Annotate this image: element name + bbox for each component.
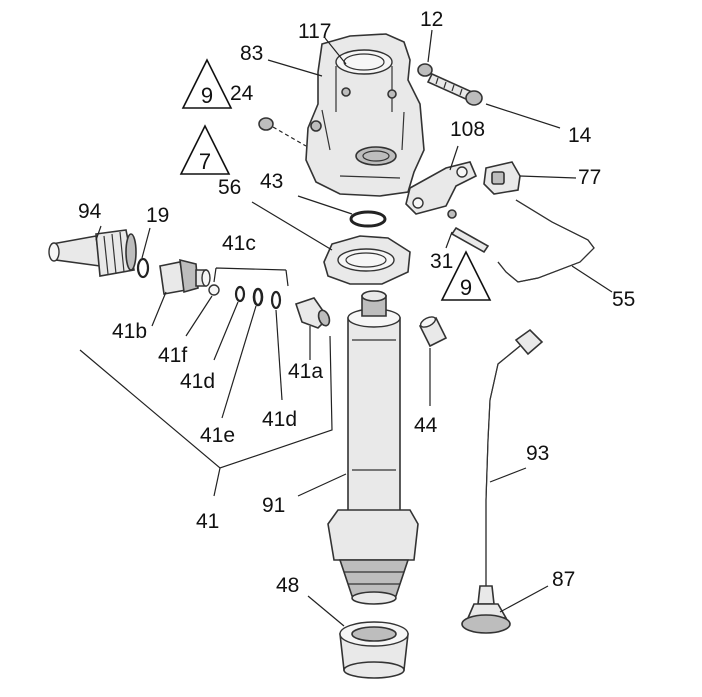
screw-31-part [447, 209, 490, 254]
callout-triangle-9-lower: 9 [440, 250, 492, 301]
valve-41a-part [294, 297, 331, 329]
oring-19-part [136, 257, 150, 279]
label-12: 12 [420, 8, 443, 31]
label-43: 43 [260, 170, 283, 193]
nut-12-part [417, 63, 433, 77]
probe-93-part [477, 328, 544, 605]
label-31: 31 [430, 250, 453, 273]
label-41f: 41f [158, 344, 187, 367]
label-91: 91 [262, 494, 285, 517]
label-41d-first: 41d [180, 370, 215, 393]
cup-48-part [339, 621, 409, 679]
label-83: 83 [240, 42, 263, 65]
label-44: 44 [414, 414, 438, 437]
label-14: 14 [568, 124, 592, 147]
label-87: 87 [552, 568, 575, 591]
label-94: 94 [78, 200, 102, 223]
label-19: 19 [146, 204, 169, 227]
pin-44-part [418, 316, 448, 348]
label-56: 56 [218, 176, 241, 199]
label-55: 55 [612, 288, 635, 311]
label-41a: 41a [288, 360, 323, 383]
part-labels: 117 12 83 24 14 108 77 43 56 94 19 41c 3… [78, 8, 635, 597]
label-48: 48 [276, 574, 299, 597]
label-117: 117 [298, 20, 331, 43]
coupling-41b-part [159, 258, 211, 295]
label-108: 108 [450, 118, 485, 141]
probe-base-87-part [461, 603, 511, 634]
label-24: 24 [230, 82, 254, 105]
fitting-94-part [48, 229, 137, 277]
label-77: 77 [578, 166, 601, 189]
callout-triangle-9-upper: 9 [181, 58, 233, 109]
label-41: 41 [196, 510, 219, 533]
cylinder-91-part [327, 290, 419, 605]
oring-43-part [349, 210, 387, 228]
callout-text: 9 [201, 83, 213, 108]
seals-41d-41e-part [234, 285, 282, 310]
label-41e: 41e [200, 424, 235, 447]
leader-lines [79, 29, 613, 627]
label-41d-second: 41d [262, 408, 297, 431]
label-93: 93 [526, 442, 549, 465]
bolt-14-part [426, 72, 483, 106]
callout-text: 9 [460, 275, 472, 300]
flange-56-part [323, 235, 411, 285]
callout-text: 7 [199, 149, 211, 174]
label-41b: 41b [112, 320, 147, 343]
tube-55-part [497, 199, 595, 283]
sensor-77-part [483, 161, 521, 195]
housing-part [305, 33, 425, 197]
ball-41f-part [208, 284, 220, 296]
nut-24-part [258, 117, 307, 147]
callout-triangle-7: 7 [179, 124, 231, 175]
label-41c: 41c [222, 232, 256, 255]
bracket-108-part [405, 161, 478, 215]
